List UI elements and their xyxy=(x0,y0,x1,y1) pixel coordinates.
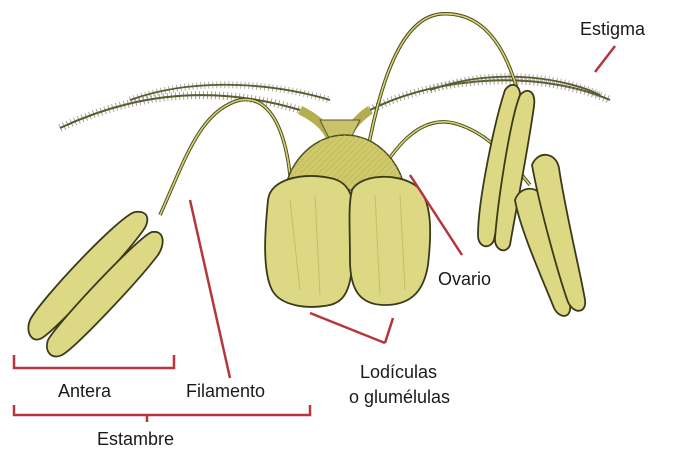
anther-left xyxy=(28,212,162,357)
label-estigma: Estigma xyxy=(580,20,645,38)
lodiculas-leader-left xyxy=(310,313,385,343)
label-filamento: Filamento xyxy=(186,382,265,400)
anthers-right xyxy=(478,85,585,316)
lodicules xyxy=(265,176,430,307)
label-ovario: Ovario xyxy=(438,270,491,288)
stigma-right xyxy=(370,77,610,110)
estambre-bracket xyxy=(14,405,310,415)
label-estambre: Estambre xyxy=(97,430,174,448)
estigma-leader xyxy=(595,46,615,72)
label-antera: Antera xyxy=(58,382,111,400)
antera-bracket xyxy=(14,355,174,368)
lodiculas-leader-right xyxy=(385,318,393,343)
label-lodiculas-line1: Lodículas xyxy=(360,363,437,381)
stigma-left xyxy=(60,85,330,128)
label-lodiculas-line2: o glumélulas xyxy=(349,388,450,406)
filamento-leader xyxy=(190,200,230,378)
